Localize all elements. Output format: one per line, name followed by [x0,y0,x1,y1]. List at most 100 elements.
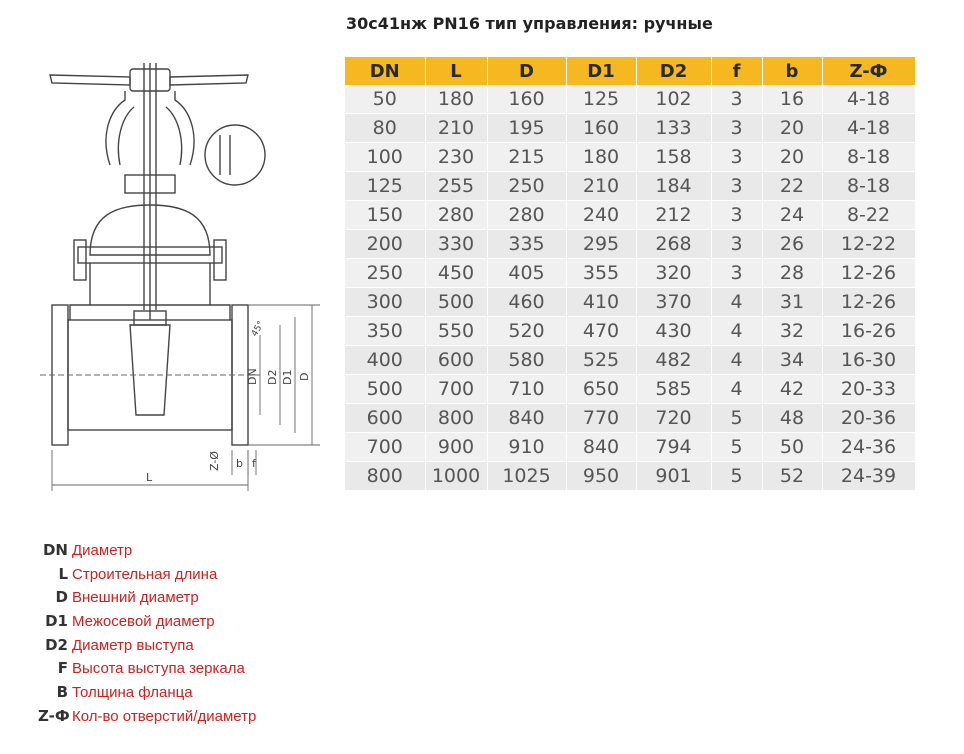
table-cell: 158 [636,142,712,172]
table-cell: 800 [425,403,488,433]
legend-abbr: D2 [45,635,68,654]
table-cell: 240 [566,200,637,230]
table-cell: 300 [345,287,426,317]
legend-desc: Диаметр выступа [72,636,194,654]
table-cell: 20-33 [822,374,916,404]
table-cell: 4 [711,316,763,346]
legend-desc: Внешний диаметр [72,589,199,607]
table-cell: 215 [487,142,567,172]
table-cell: 840 [566,432,637,462]
table-cell: 125 [566,85,637,114]
valve-body [69,263,231,320]
table-cell: 195 [487,113,567,143]
table-cell: 8-18 [822,171,916,201]
table-cell: 335 [487,229,567,259]
table-cell: 600 [425,345,488,375]
table-cell: 210 [425,113,488,143]
table-cell: 580 [487,345,567,375]
legend-abbr: D1 [45,612,68,631]
table-cell: 8-22 [822,200,916,230]
table-cell: 450 [425,258,488,288]
legend-desc: Строительная длина [72,565,218,583]
table-cell: 585 [636,374,712,404]
table-cell: 3 [711,229,763,259]
table-cell: 12-22 [822,229,916,259]
table-cell: 900 [425,432,488,462]
table-cell: 3 [711,113,763,143]
table-cell: 482 [636,345,712,375]
table-cell: 133 [636,113,712,143]
table-cell: 460 [487,287,567,317]
table-cell: 4 [711,374,763,404]
table-cell: 20 [762,142,823,172]
table-cell: 250 [345,258,426,288]
dim-label-D: D [298,373,311,381]
table-cell: 50 [345,85,426,114]
table-cell: 255 [425,171,488,201]
table-cell: 230 [425,142,488,172]
dim-label-D1: D1 [281,370,294,385]
table-cell: 500 [425,287,488,317]
table-cell: 12-26 [822,287,916,317]
table-cell: 4 [711,345,763,375]
table-cell: 150 [345,200,426,230]
table-cell: 26 [762,229,823,259]
table-cell: 16 [762,85,823,114]
table-cell: 794 [636,432,712,462]
dim-label-f: f [252,457,257,470]
table-cell: 320 [636,258,712,288]
table-cell: 710 [487,374,567,404]
table-cell: 295 [566,229,637,259]
table-cell: 42 [762,374,823,404]
table-cell: 4-18 [822,113,916,143]
table-cell: 5 [711,461,763,491]
table-cell: 525 [566,345,637,375]
table-cell: 840 [487,403,567,433]
table-cell: 20 [762,113,823,143]
legend-abbr: F [57,659,68,678]
table-cell: 500 [345,374,426,404]
table-cell: 770 [566,403,637,433]
dim-label-L: L [146,471,153,484]
table-cell: 3 [711,142,763,172]
table-cell: 901 [636,461,712,491]
table-cell: 280 [425,200,488,230]
legend-abbr: DN [42,541,68,559]
table-cell: 34 [762,345,823,375]
table-cell: 102 [636,85,712,114]
handwheel [49,74,249,86]
gate-valve-drawing: L DN D2 D1 D Z-Ø b f 45° [40,63,320,491]
table-cell: 550 [425,316,488,346]
legend-abbr: D [55,588,68,607]
column-header: Z-Ф [822,57,916,85]
column-header: DN [345,57,426,85]
table-cell: 350 [345,316,426,346]
dim-label-angle: 45° [250,320,267,339]
column-header: L [425,57,488,85]
table-cell: 1000 [425,461,488,491]
table-cell: 160 [487,85,567,114]
legend-abbr: L [58,564,68,583]
gate-wedge [129,324,171,416]
table-cell: 48 [762,403,823,433]
dim-label-D2: D2 [266,370,279,385]
table-cell: 470 [566,316,637,346]
table-cell: 31 [762,287,823,317]
